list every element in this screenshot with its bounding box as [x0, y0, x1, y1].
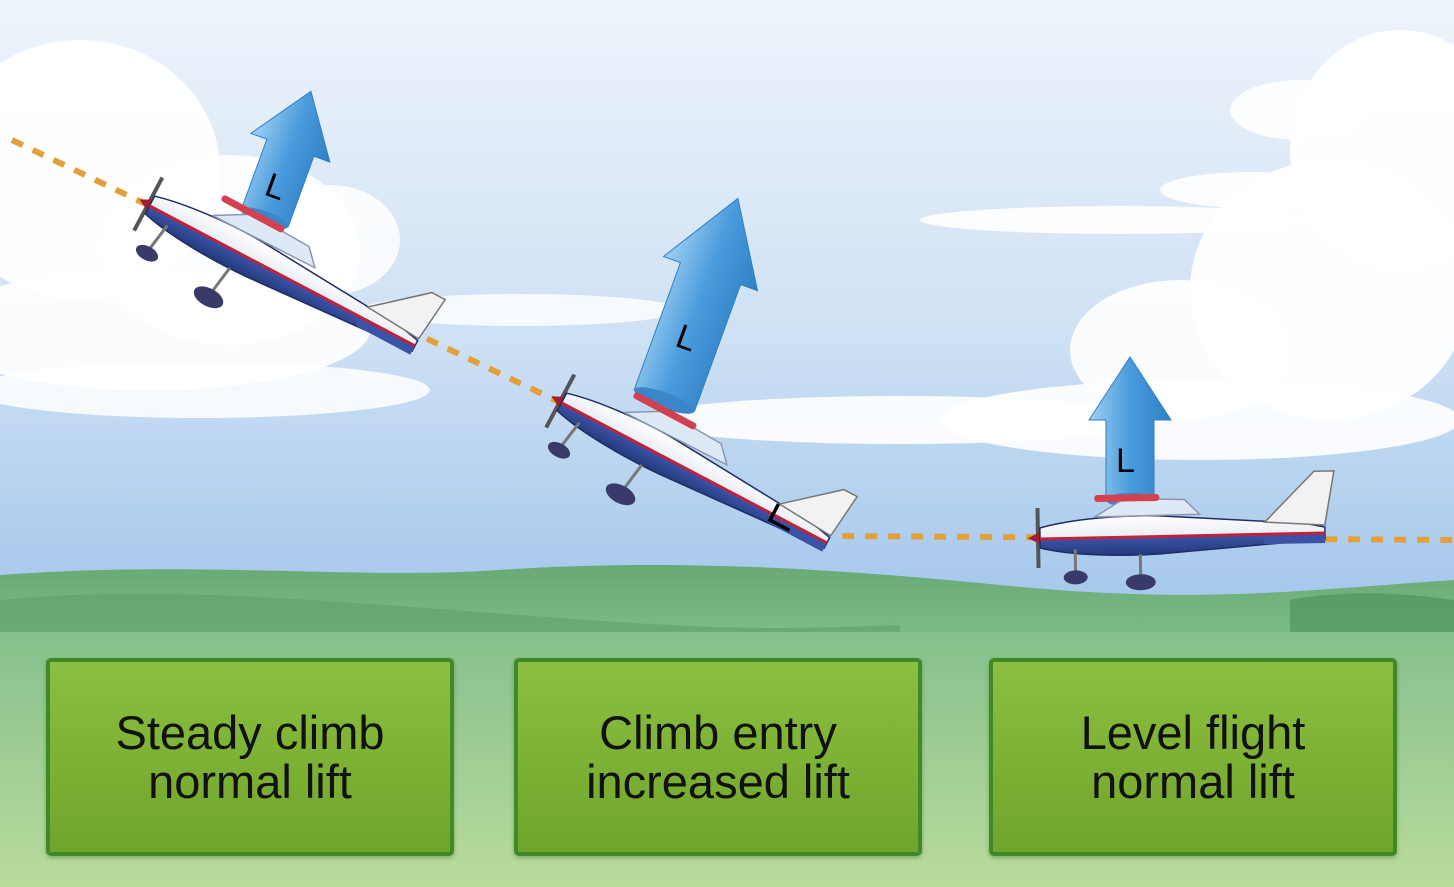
panel-text: Level flight normal lift	[1081, 708, 1306, 806]
plane-1: L	[132, 90, 447, 355]
panel-line-2: normal lift	[1091, 755, 1295, 808]
lift-symbol: L	[1116, 442, 1135, 480]
panel-line-1: Level flight	[1080, 706, 1306, 759]
panel-text: Steady climb normal lift	[115, 708, 384, 806]
plane-2: L	[544, 197, 859, 552]
panel-line-1: Climb entry	[599, 706, 837, 759]
lift-arrow-2: L	[633, 197, 759, 414]
hill-shade	[0, 593, 900, 640]
tail-lift-mark	[767, 503, 791, 532]
lift-arrow-3: L	[1088, 356, 1172, 507]
airplane-icon	[544, 373, 859, 552]
label-panel-steady-climb: Steady climb normal lift	[46, 658, 454, 856]
panel-line-1: Steady climb	[115, 706, 385, 759]
airplane-icon	[1028, 470, 1335, 591]
panel-line-2: normal lift	[148, 755, 352, 808]
label-panel-climb-entry: Climb entry increased lift	[514, 658, 922, 856]
panel-line-2: increased lift	[586, 755, 850, 808]
airplane-icon	[132, 176, 447, 355]
plane-3: L	[1028, 356, 1335, 591]
hill-right	[1290, 593, 1454, 640]
label-panel-level-flight: Level flight normal lift	[989, 658, 1397, 856]
panel-text: Climb entry increased lift	[586, 708, 850, 806]
